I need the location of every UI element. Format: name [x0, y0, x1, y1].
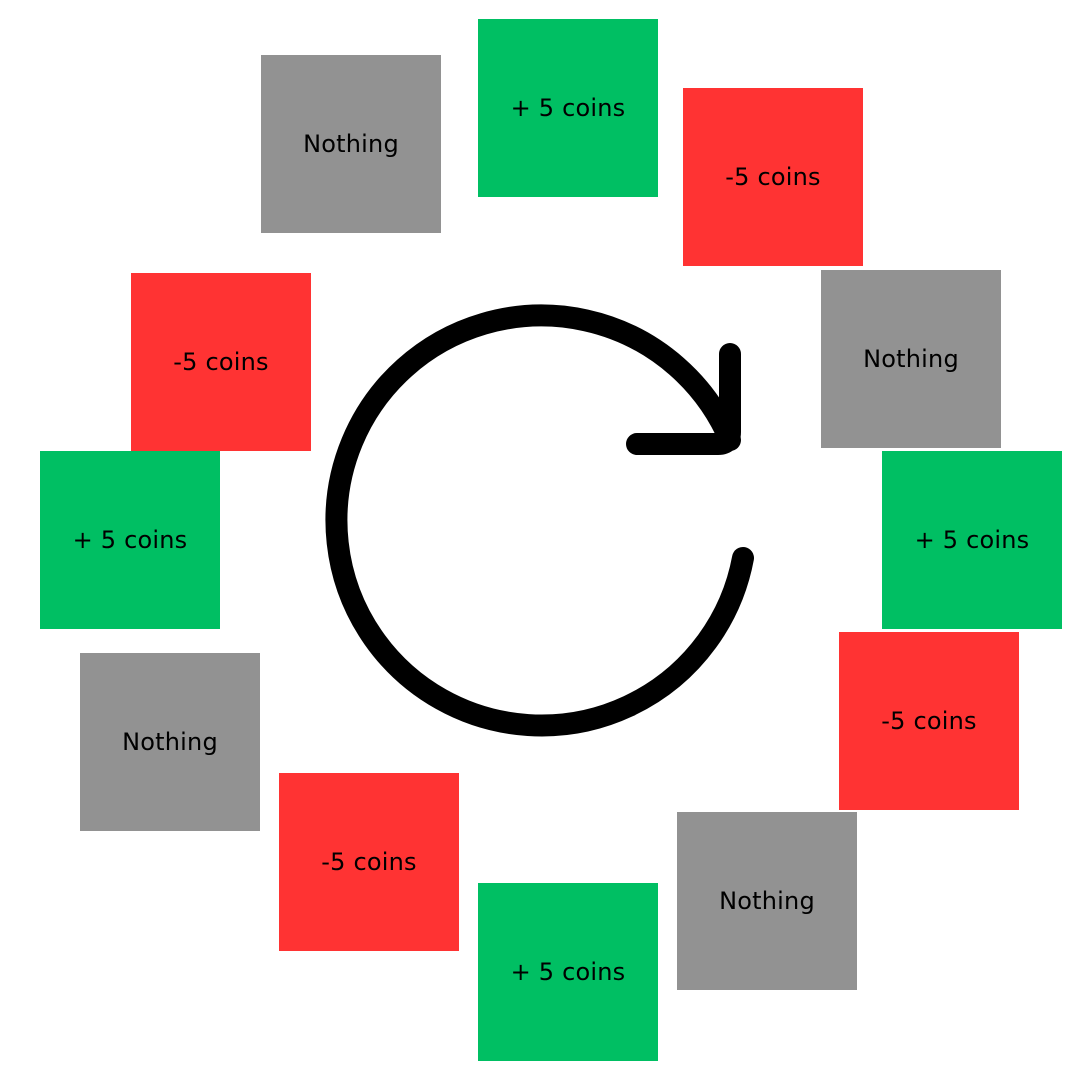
tile-label: + 5 coins	[914, 526, 1030, 554]
tile-label: -5 coins	[173, 348, 269, 376]
tile-bottom: + 5 coins	[478, 883, 658, 1061]
tile-label: Nothing	[303, 130, 399, 158]
tile-left-lower: Nothing	[80, 653, 260, 831]
tile-top-right: -5 coins	[683, 88, 863, 266]
tile-label: + 5 coins	[510, 958, 626, 986]
tile-left: + 5 coins	[40, 451, 220, 629]
tile-label: -5 coins	[881, 707, 977, 735]
tile-bottom-left: -5 coins	[279, 773, 459, 951]
tile-label: + 5 coins	[72, 526, 188, 554]
tile-label: + 5 coins	[510, 94, 626, 122]
tile-left-upper: -5 coins	[131, 273, 311, 451]
tile-label: -5 coins	[321, 848, 417, 876]
tile-label: Nothing	[719, 887, 815, 915]
tile-label: Nothing	[863, 345, 959, 373]
tile-label: -5 coins	[725, 163, 821, 191]
tile-right: + 5 coins	[882, 451, 1062, 629]
tile-right-lower: -5 coins	[839, 632, 1019, 810]
tile-bottom-right: Nothing	[677, 812, 857, 990]
tile-label: Nothing	[122, 728, 218, 756]
tile-right-upper: Nothing	[821, 270, 1001, 448]
tile-top: + 5 coins	[478, 19, 658, 197]
tile-top-left: Nothing	[261, 55, 441, 233]
